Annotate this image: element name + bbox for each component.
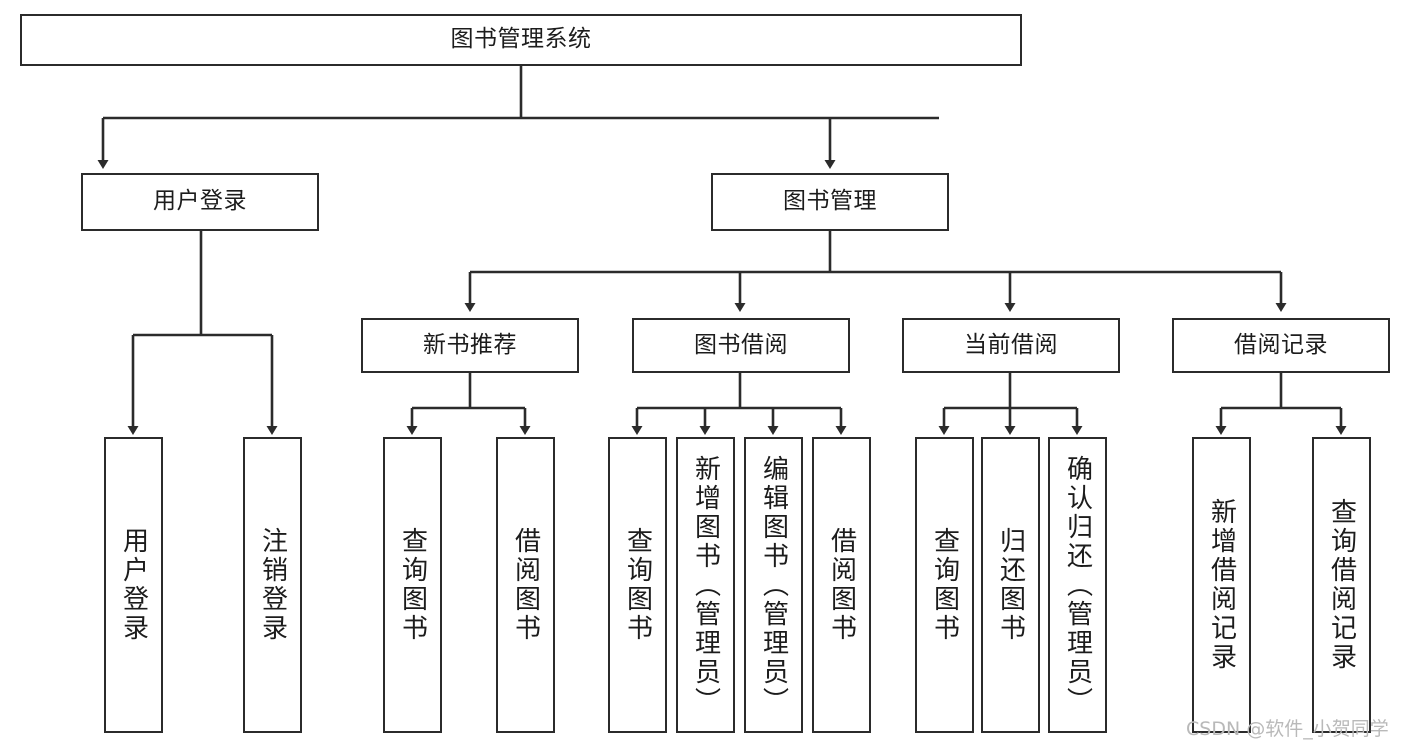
leaf-user-login[interactable]: 用户登录 (104, 437, 163, 733)
node-label: 新增借阅记录 (1206, 498, 1237, 672)
node-label: 确认归还（管理员） (1062, 454, 1093, 716)
node-book-management[interactable]: 图书管理 (711, 173, 949, 231)
leaf-add-borrow-record[interactable]: 新增借阅记录 (1192, 437, 1251, 733)
node-label: 归还图书 (995, 527, 1026, 643)
node-label: 当前借阅 (964, 331, 1058, 358)
node-label: 新增图书（管理员） (690, 454, 721, 716)
node-label: 注销登录 (257, 527, 288, 643)
node-new-book-recommend[interactable]: 新书推荐 (361, 318, 579, 373)
node-label: 新书推荐 (423, 331, 517, 358)
node-label: 借阅图书 (826, 527, 857, 643)
leaf-query-book-current[interactable]: 查询图书 (915, 437, 974, 733)
node-label: 查询图书 (622, 527, 653, 643)
node-book-borrow[interactable]: 图书借阅 (632, 318, 850, 373)
node-label: 用户登录 (118, 527, 149, 643)
node-user-login[interactable]: 用户登录 (81, 173, 319, 231)
leaf-edit-book-admin[interactable]: 编辑图书（管理员） (744, 437, 803, 733)
leaf-add-book-admin[interactable]: 新增图书（管理员） (676, 437, 735, 733)
node-label: 查询图书 (397, 527, 428, 643)
node-current-borrow[interactable]: 当前借阅 (902, 318, 1120, 373)
node-borrow-record[interactable]: 借阅记录 (1172, 318, 1390, 373)
leaf-borrow-book[interactable]: 借阅图书 (812, 437, 871, 733)
node-label: 图书借阅 (694, 331, 788, 358)
node-label: 借阅图书 (510, 527, 541, 643)
leaf-confirm-return-admin[interactable]: 确认归还（管理员） (1048, 437, 1107, 733)
leaf-return-book[interactable]: 归还图书 (981, 437, 1040, 733)
node-label: 编辑图书（管理员） (758, 454, 789, 716)
node-label: 用户登录 (153, 188, 247, 215)
node-label: 图书管理系统 (450, 26, 592, 53)
node-label: 借阅记录 (1234, 331, 1328, 358)
node-label: 图书管理 (783, 188, 877, 215)
leaf-borrow-book-recommend[interactable]: 借阅图书 (496, 437, 555, 733)
leaf-query-book-borrow[interactable]: 查询图书 (608, 437, 667, 733)
node-label: 查询借阅记录 (1326, 498, 1357, 672)
node-root-system[interactable]: 图书管理系统 (20, 14, 1022, 66)
node-label: 查询图书 (929, 527, 960, 643)
leaf-query-borrow-record[interactable]: 查询借阅记录 (1312, 437, 1371, 733)
watermark: CSDN @软件_小贺同学 (1186, 718, 1389, 740)
leaf-query-book-recommend[interactable]: 查询图书 (383, 437, 442, 733)
leaf-logout[interactable]: 注销登录 (243, 437, 302, 733)
